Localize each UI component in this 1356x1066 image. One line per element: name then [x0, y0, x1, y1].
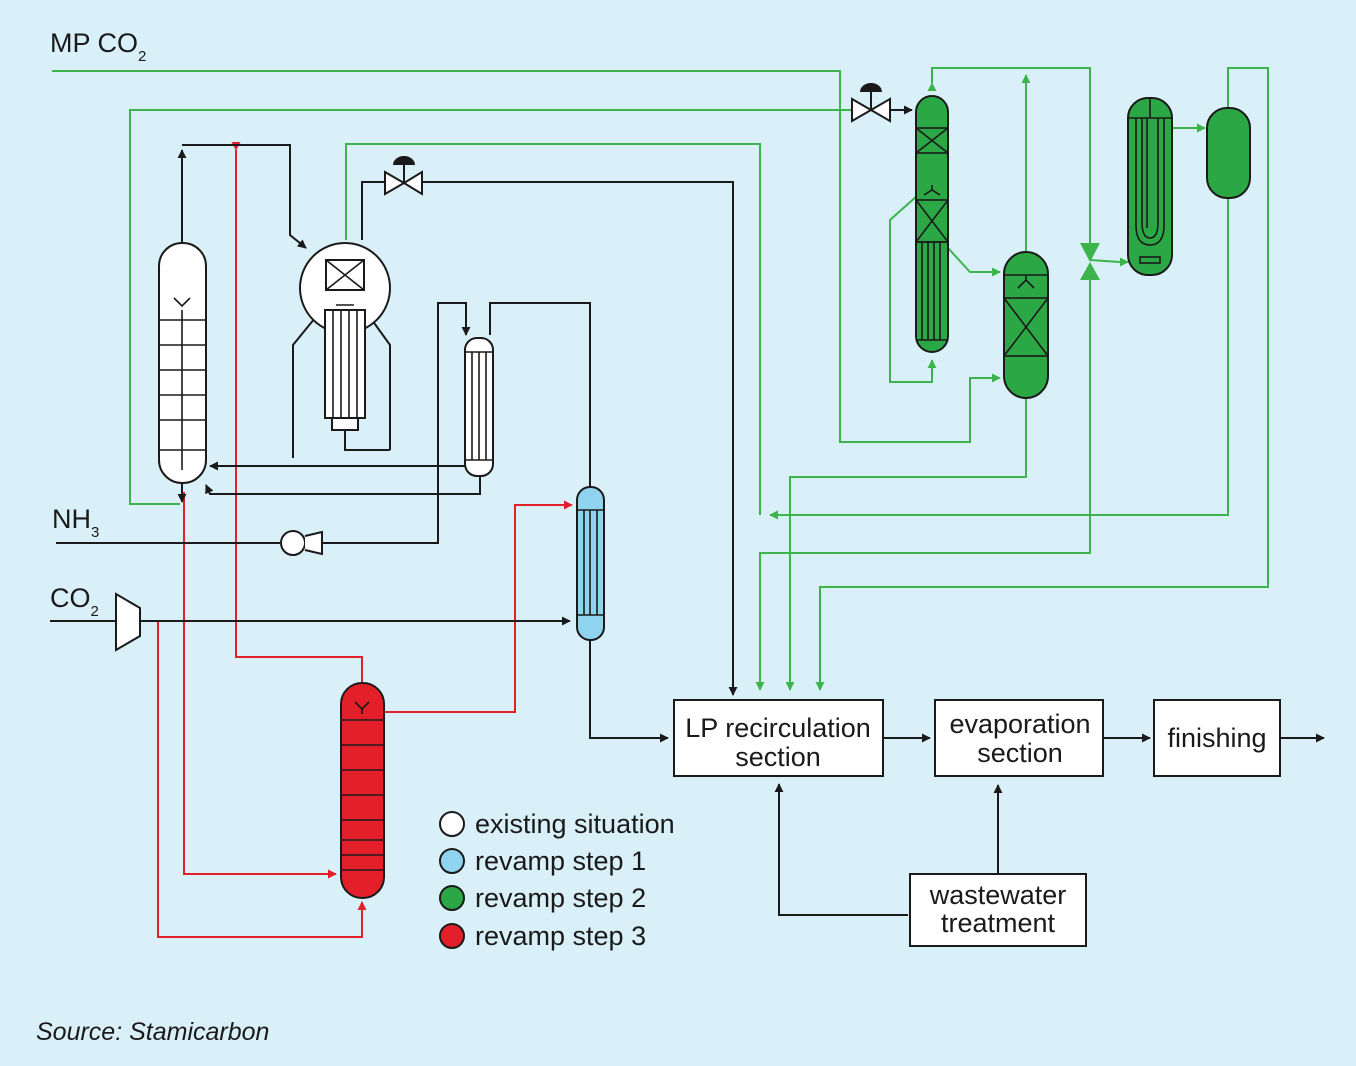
- black-process-lines: [50, 105, 1325, 916]
- valve-icon: [1080, 243, 1100, 280]
- nh3-label: NH3: [52, 504, 99, 541]
- legend-item: revamp step 2: [439, 883, 646, 913]
- svg-text:section: section: [977, 738, 1063, 768]
- green-process-lines: [52, 67, 1269, 691]
- legend-item: existing situation: [439, 809, 675, 839]
- svg-text:revamp step 1: revamp step 1: [475, 846, 646, 876]
- finishing-box: finishing: [1153, 699, 1281, 777]
- urea-reactor: [299, 242, 391, 431]
- pump-icon: [280, 530, 323, 556]
- red-process-lines: [157, 141, 573, 938]
- svg-text:finishing: finishing: [1167, 723, 1266, 753]
- legend-item: revamp step 1: [439, 846, 646, 876]
- blue-pool-condenser: [576, 486, 605, 641]
- red-column: [340, 682, 385, 899]
- evaporation-box: evaporation section: [934, 699, 1104, 777]
- legend-item: revamp step 3: [439, 921, 646, 951]
- green-absorber: [1003, 251, 1049, 399]
- compressor-icon: [115, 592, 141, 652]
- green-heat-exchanger: [1127, 97, 1173, 276]
- legend-swatch: [439, 923, 465, 949]
- svg-text:revamp step 2: revamp step 2: [475, 883, 646, 913]
- green-separator: [1206, 107, 1251, 199]
- valve-icon: [851, 83, 891, 123]
- svg-text:existing situation: existing situation: [475, 809, 675, 839]
- wastewater-box: wastewater treatment: [909, 873, 1087, 947]
- mp-co2-label: MP CO2: [50, 28, 146, 65]
- svg-text:section: section: [735, 742, 821, 772]
- legend-swatch: [439, 848, 465, 874]
- source-caption: Source: Stamicarbon: [36, 1018, 269, 1046]
- svg-text:revamp step 3: revamp step 3: [475, 921, 646, 951]
- legend-swatch: [439, 885, 465, 911]
- valve-icon: [384, 156, 423, 196]
- hp-scrubber: [158, 242, 207, 484]
- co2-label: CO2: [50, 583, 99, 620]
- hp-stripper: [464, 337, 494, 477]
- svg-text:evaporation: evaporation: [949, 709, 1090, 739]
- green-column: [915, 95, 949, 353]
- svg-text:LP recirculation: LP recirculation: [685, 713, 871, 743]
- legend: existing situation revamp step 1 revamp …: [439, 809, 675, 951]
- lp-recirculation-box: LP recirculation section: [673, 699, 884, 777]
- legend-swatch: [439, 811, 465, 837]
- svg-text:treatment: treatment: [941, 908, 1056, 938]
- svg-text:wastewater: wastewater: [929, 880, 1067, 910]
